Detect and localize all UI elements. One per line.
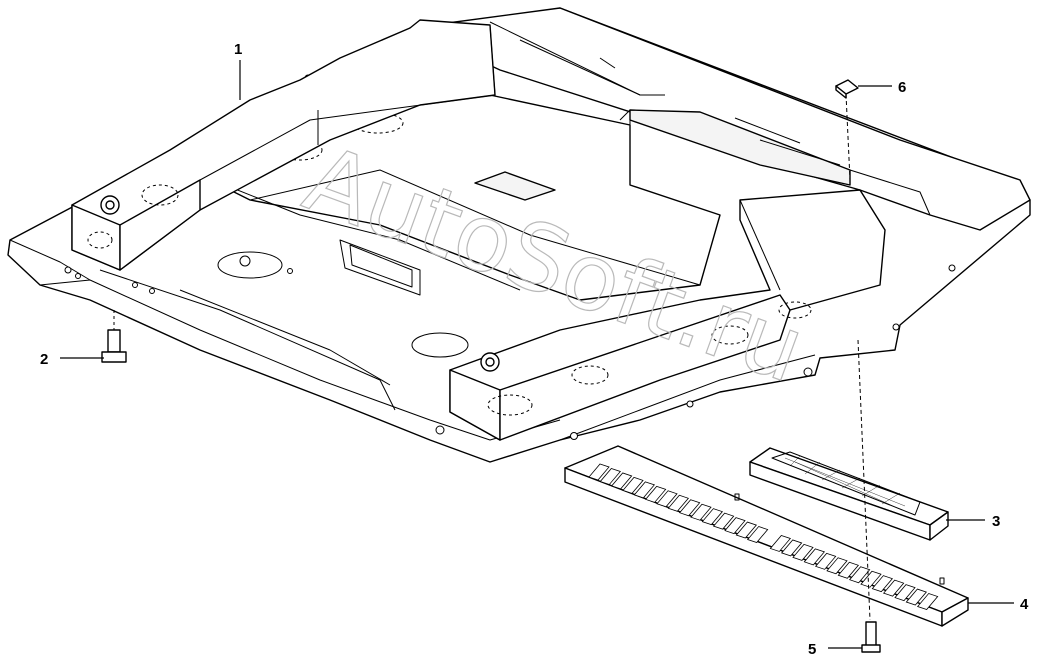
grille-slat [746,526,769,543]
grille-slat [588,463,610,481]
grille-slat [622,476,644,494]
screw-item-5 [857,339,881,653]
callout-2: 2 [40,351,48,368]
grille-slats [588,463,939,610]
grille-slat [792,543,814,561]
grille-slat [905,588,928,606]
callout-6: 6 [898,79,906,96]
callout-1: 1 [234,41,242,58]
grille-slat [678,499,701,517]
grille-slat [826,557,848,575]
grille-slat [814,552,837,570]
grille-slat [724,517,746,535]
bolt-item-2 [101,310,127,363]
grille-slat [871,575,894,593]
callout-leaders [60,60,1014,649]
callout-3: 3 [992,513,1000,530]
grille-slat [610,472,633,490]
grille-slat [701,508,724,526]
u-bracket [71,19,886,441]
grille-slat [916,593,939,610]
grille-slat [882,579,905,597]
grille-slat [803,548,826,566]
grille-slat [599,468,622,485]
grille-slat [735,521,758,539]
slotted-grille [564,445,969,627]
grille-slat [837,561,860,579]
callout-5: 5 [808,641,816,658]
grille-slat [894,584,916,602]
clip-nut-item-6 [835,79,859,181]
grille-slat [848,566,871,584]
grille-slat [644,485,667,503]
grille-slat [712,512,735,530]
callout-4: 4 [1020,596,1029,613]
grille-slat [780,539,803,557]
grille-slat [656,490,678,508]
filter-mesh-panel [749,447,949,541]
grille-slat [860,570,882,588]
grille-slat [633,481,656,499]
grille-slat [690,503,712,521]
grille-slat [769,535,792,552]
grille-slat [667,494,690,512]
